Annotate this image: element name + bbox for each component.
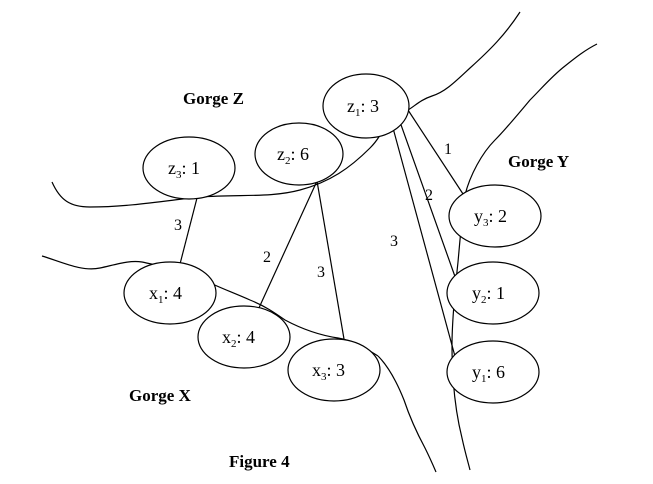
gorge-z-boundary-lower <box>51 123 387 208</box>
region-label-gorge-x: Gorge X <box>129 386 192 405</box>
edge-line-z1-y3 <box>407 109 466 198</box>
node-y3 <box>448 184 542 248</box>
node-label-z3: z3: 1 <box>168 158 200 181</box>
gorge-y-boundary-top <box>464 43 598 196</box>
node-label-x2: x2: 4 <box>222 327 255 350</box>
edge-weight-z1-y1: 3 <box>390 233 398 250</box>
node-label-y3: y3: 2 <box>474 206 507 229</box>
node-label-y2: y2: 1 <box>472 283 505 306</box>
gorge-z-boundary-right <box>407 11 521 111</box>
edge-weight-z2-x2: 2 <box>263 249 271 266</box>
node-label-x1: x1: 4 <box>149 283 182 306</box>
edge-weight-z1-y2: 2 <box>425 187 433 204</box>
node-z3 <box>142 136 236 200</box>
node-z2 <box>254 122 344 186</box>
node-x3 <box>287 338 381 402</box>
gorge-x-boundary-lower <box>377 355 437 473</box>
node-y2 <box>446 261 540 325</box>
edge-line-z2-x2 <box>257 180 318 311</box>
node-label-x3: x3: 3 <box>312 360 345 383</box>
edge-weight-z3-x1: 3 <box>174 217 182 234</box>
node-x1 <box>123 261 217 325</box>
edge-line-z1-y1 <box>392 127 457 361</box>
node-x2 <box>197 305 291 369</box>
gorge-x-boundary-upper <box>41 255 379 357</box>
region-label-gorge-y: Gorge Y <box>508 152 569 171</box>
edge-weight-z1-y3: 1 <box>444 141 452 158</box>
node-z1 <box>322 73 410 139</box>
node-label-z1: z1: 3 <box>347 96 379 119</box>
figure-caption: Figure 4 <box>229 452 290 471</box>
region-label-gorge-z: Gorge Z <box>183 89 244 108</box>
edge-line-z2-x3 <box>316 180 345 340</box>
edge-line-z3-x1 <box>179 197 198 265</box>
edge-weight-z2-x3: 3 <box>317 264 325 281</box>
node-y1 <box>446 340 540 404</box>
node-label-z2: z2: 6 <box>277 144 309 167</box>
edge-line-z1-y2 <box>399 121 459 286</box>
node-label-y1: y1: 6 <box>472 362 505 385</box>
